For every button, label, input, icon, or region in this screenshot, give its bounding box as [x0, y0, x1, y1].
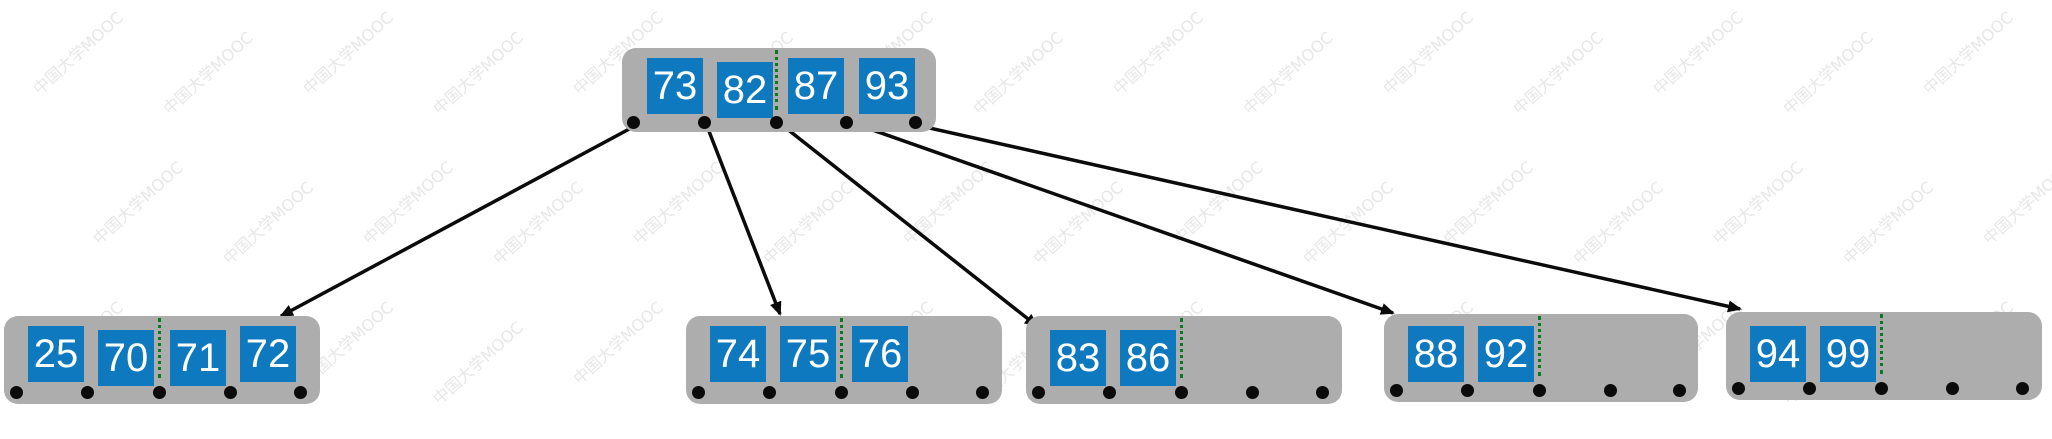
leaf-5-key-2: 99	[1820, 326, 1876, 382]
leaf-4-key-2: 92	[1478, 326, 1534, 382]
leaf-2-pointer-1	[692, 386, 705, 399]
leaf-4-pointer-4	[1604, 384, 1617, 397]
leaf-1-pointer-4	[224, 386, 237, 399]
edge-root-to-leaf-2	[703, 120, 782, 316]
leaf-2-pointer-5	[976, 386, 989, 399]
leaf-2-divider	[840, 318, 843, 378]
leaf-2-pointer-2	[763, 386, 776, 399]
leaf-1-key-4: 72	[240, 326, 296, 382]
leaf-3-key-2: 86	[1120, 330, 1176, 386]
leaf-2-pointer-3	[835, 386, 848, 399]
leaf-1-divider	[158, 318, 161, 378]
edge-root-to-leaf-4	[846, 119, 1395, 315]
leaf-1-pointer-1	[10, 386, 23, 399]
leaf-1-key-3: 71	[170, 330, 226, 386]
leaf-5-divider	[1880, 314, 1883, 374]
leaf-4-divider	[1538, 316, 1541, 376]
leaf-1-key-1: 25	[28, 326, 84, 382]
leaf-1-pointer-5	[294, 386, 307, 399]
leaf-node-2: 74 75 76	[686, 316, 1002, 404]
root-key-1: 73	[647, 58, 703, 114]
leaf-3-pointer-2	[1103, 386, 1116, 399]
leaf-1-pointer-2	[81, 386, 94, 399]
leaf-5-key-1: 94	[1750, 326, 1806, 382]
root-key-3: 87	[788, 58, 844, 114]
leaf-2-key-2: 75	[780, 326, 836, 382]
leaf-4-key-1: 88	[1408, 326, 1464, 382]
root-node: 73 82 87 93	[622, 48, 936, 132]
leaf-5-pointer-2	[1803, 382, 1816, 395]
leaf-1-key-2: 70	[98, 330, 154, 386]
leaf-4-pointer-1	[1390, 384, 1403, 397]
edge-root-to-leaf-5	[915, 123, 1742, 313]
root-pointer-1	[627, 116, 640, 129]
root-pointer-3	[770, 116, 783, 129]
root-key-2: 82	[717, 62, 773, 118]
leaf-5-pointer-4	[1946, 382, 1959, 395]
leaf-4-pointer-5	[1673, 384, 1686, 397]
root-pointer-4	[840, 116, 853, 129]
leaf-3-pointer-3	[1175, 386, 1188, 399]
leaf-node-4: 88 92	[1384, 314, 1698, 402]
leaf-3-divider	[1180, 318, 1183, 378]
leaf-3-pointer-1	[1032, 386, 1045, 399]
edge-root-to-leaf-1	[279, 125, 634, 318]
leaf-5-pointer-5	[2016, 382, 2029, 395]
leaf-2-key-1: 74	[710, 326, 766, 382]
leaf-2-pointer-4	[906, 386, 919, 399]
root-key-4: 93	[859, 58, 915, 114]
leaf-2-key-3: 76	[852, 326, 908, 382]
root-pointer-5	[909, 116, 922, 129]
leaf-5-pointer-3	[1875, 382, 1888, 395]
leaf-node-3: 83 86	[1026, 316, 1342, 404]
leaf-3-pointer-5	[1316, 386, 1329, 399]
root-divider	[775, 50, 778, 110]
leaf-4-pointer-3	[1533, 384, 1546, 397]
leaf-3-key-1: 83	[1050, 330, 1106, 386]
leaf-4-pointer-2	[1461, 384, 1474, 397]
leaf-node-5: 94 99	[1726, 312, 2042, 400]
leaf-node-1: 25 70 71 72	[4, 316, 320, 404]
leaf-3-pointer-4	[1246, 386, 1259, 399]
leaf-5-pointer-1	[1732, 382, 1745, 395]
root-pointer-2	[698, 116, 711, 129]
leaf-1-pointer-3	[153, 386, 166, 399]
edge-root-to-leaf-3	[775, 119, 1039, 328]
